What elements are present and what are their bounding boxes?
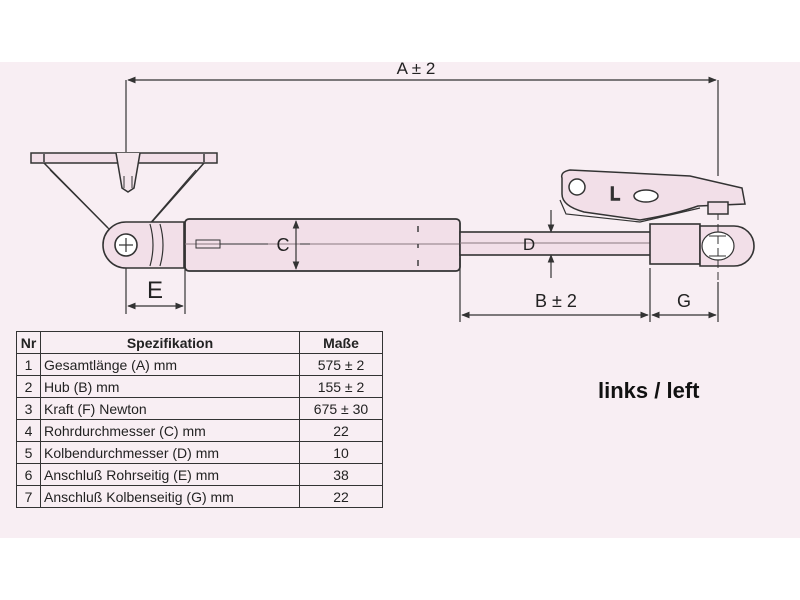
table-row: 7 Anschluß Kolbenseitig (G) mm 22 bbox=[16, 485, 383, 508]
dimension-g: G bbox=[651, 282, 719, 322]
row-spec: Kolbendurchmesser (D) mm bbox=[40, 441, 300, 464]
dimension-a-label: A ± 2 bbox=[397, 59, 436, 78]
row-spec: Hub (B) mm bbox=[40, 375, 300, 398]
row-nr: 5 bbox=[16, 441, 41, 464]
table-row: 1 Gesamtlänge (A) mm 575 ± 2 bbox=[16, 353, 383, 376]
row-spec: Gesamtlänge (A) mm bbox=[40, 353, 300, 376]
row-nr: 6 bbox=[16, 463, 41, 486]
row-spec: Anschluß Rohrseitig (E) mm bbox=[40, 463, 300, 486]
dimension-b: B ± 2 bbox=[459, 258, 651, 322]
row-spec: Rohrdurchmesser (C) mm bbox=[40, 419, 300, 442]
piston-rod bbox=[459, 231, 653, 256]
row-value: 675 ± 30 bbox=[299, 397, 383, 420]
dimension-g-label: G bbox=[677, 291, 691, 311]
dimension-d-label: D bbox=[523, 235, 535, 254]
row-spec: Anschluß Kolbenseitig (G) mm bbox=[40, 485, 300, 508]
specification-table: Nr Spezifikation Maße 1 Gesamtlänge (A) … bbox=[16, 331, 383, 508]
row-nr: 1 bbox=[16, 353, 41, 376]
row-nr: 7 bbox=[16, 485, 41, 508]
header-specification: Spezifikation bbox=[40, 331, 300, 354]
table-row: 6 Anschluß Rohrseitig (E) mm 38 bbox=[16, 463, 383, 486]
row-nr: 2 bbox=[16, 375, 41, 398]
dimension-b-label: B ± 2 bbox=[535, 291, 577, 311]
row-value: 22 bbox=[299, 419, 383, 442]
dimension-e: E bbox=[125, 250, 186, 314]
dimension-c: C bbox=[277, 220, 300, 270]
row-spec: Kraft (F) Newton bbox=[40, 397, 300, 420]
table-row: 5 Kolbendurchmesser (D) mm 10 bbox=[16, 441, 383, 464]
table-row: 4 Rohrdurchmesser (C) mm 22 bbox=[16, 419, 383, 442]
dimension-c-label: C bbox=[277, 235, 290, 255]
row-value: 10 bbox=[299, 441, 383, 464]
row-value: 575 ± 2 bbox=[299, 353, 383, 376]
rod-end-fitting bbox=[649, 200, 755, 282]
bracket-letter-l: L bbox=[610, 184, 620, 204]
right-mounting-bracket: L bbox=[559, 169, 746, 223]
row-value: 155 ± 2 bbox=[299, 375, 383, 398]
dimension-d: D bbox=[523, 210, 555, 278]
cylinder-tube bbox=[184, 218, 461, 272]
row-value: 22 bbox=[299, 485, 383, 508]
left-mounting-bracket bbox=[30, 152, 218, 233]
table-header-row: Nr Spezifikation Maße bbox=[16, 331, 383, 354]
table-row: 2 Hub (B) mm 155 ± 2 bbox=[16, 375, 383, 398]
side-label: links / left bbox=[598, 378, 700, 403]
row-value: 38 bbox=[299, 463, 383, 486]
row-nr: 4 bbox=[16, 419, 41, 442]
header-nr: Nr bbox=[16, 331, 41, 354]
row-nr: 3 bbox=[16, 397, 41, 420]
header-value: Maße bbox=[299, 331, 383, 354]
table-row: 3 Kraft (F) Newton 675 ± 30 bbox=[16, 397, 383, 420]
dimension-a: A ± 2 bbox=[125, 59, 719, 176]
dimension-e-label: E bbox=[147, 277, 163, 304]
tube-end-eyelet bbox=[102, 221, 185, 269]
